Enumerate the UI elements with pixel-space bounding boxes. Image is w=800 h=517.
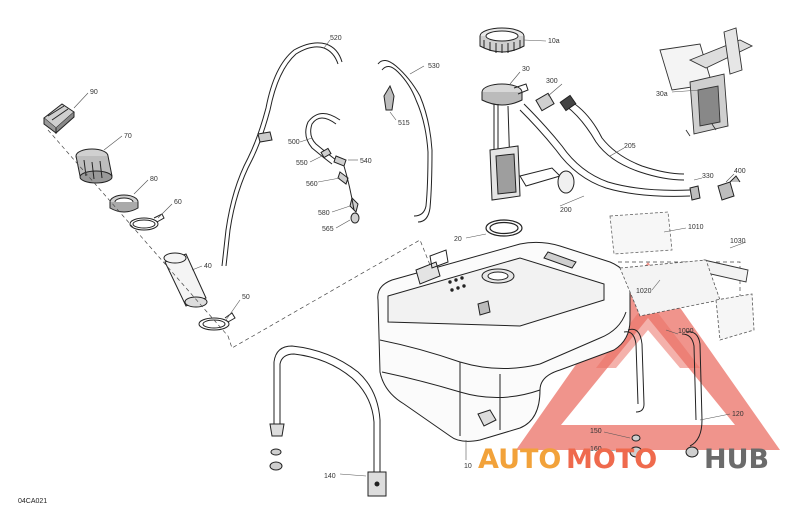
- tank-gasket: [485, 219, 523, 237]
- part-labels: 90 70 80 60 40 50 10a 30 300 30a 205 330…: [90, 35, 746, 480]
- clamp-ring: [109, 194, 139, 213]
- grommet: [629, 434, 699, 458]
- vent-line-580: [343, 165, 355, 211]
- watermark-logo: AUTO MOTO HUB: [478, 444, 769, 475]
- label-30: 30: [522, 66, 530, 73]
- vent-tube-530: [377, 60, 433, 223]
- label-1020: 1020: [636, 288, 652, 295]
- label-60: 60: [174, 199, 182, 206]
- fuel-line: [519, 94, 691, 197]
- label-70: 70: [124, 133, 132, 140]
- watermark-hub: HUB: [704, 444, 769, 475]
- label-30a: 30a: [656, 91, 668, 98]
- label-500: 500: [288, 139, 300, 146]
- watermark-auto: AUTO: [478, 444, 561, 475]
- label-540: 540: [360, 158, 372, 165]
- label-300: 300: [546, 78, 558, 85]
- pad-1020: [619, 259, 721, 317]
- label-120: 120: [732, 411, 744, 418]
- label-1030: 1030: [730, 238, 746, 245]
- label-580: 580: [318, 210, 330, 217]
- filler-neck: [75, 148, 113, 184]
- dashed-leader: [618, 261, 741, 300]
- label-1010: 1010: [688, 224, 704, 231]
- dashed-leader: [227, 239, 433, 349]
- label-90: 90: [90, 89, 98, 96]
- watermark-moto: MOTO: [566, 444, 657, 475]
- dashed-leader: [47, 129, 229, 337]
- hose-clamp-upper: [129, 213, 165, 231]
- label-400: 400: [734, 168, 746, 175]
- label-20: 20: [454, 236, 462, 243]
- label-80: 80: [150, 176, 158, 183]
- label-330: 330: [702, 173, 714, 180]
- fuel-pump-module: [481, 83, 575, 201]
- pump-fitting: [535, 92, 555, 112]
- fuel-tank: [377, 241, 631, 442]
- pad-1000: [715, 293, 755, 341]
- label-10a: 10a: [548, 38, 560, 45]
- label-10: 10: [464, 463, 472, 470]
- label-530: 530: [428, 63, 440, 70]
- label-520: 520: [330, 35, 342, 42]
- check-valve: [383, 84, 395, 111]
- label-160: 160: [590, 446, 602, 453]
- diagram-ref-code: 04CA021: [18, 498, 47, 505]
- label-150: 150: [590, 428, 602, 435]
- pump-detail-view: [659, 27, 754, 137]
- hose-clamp-lower: [198, 312, 236, 331]
- tank-strap-left: [269, 345, 387, 497]
- label-50: 50: [242, 294, 250, 301]
- label-565: 565: [322, 226, 334, 233]
- label-200: 200: [560, 207, 572, 214]
- fuel-line-connector: [689, 175, 741, 201]
- lock-ring: [479, 27, 525, 53]
- filler-hose: [163, 252, 208, 308]
- label-515: 515: [398, 120, 410, 127]
- label-1000: 1000: [678, 328, 694, 335]
- heat-shield-1010: [609, 211, 673, 255]
- label-550: 550: [296, 160, 308, 167]
- label-140: 140: [324, 473, 336, 480]
- label-40: 40: [204, 263, 212, 270]
- label-560: 560: [306, 181, 318, 188]
- label-205: 205: [624, 143, 636, 150]
- leader-lines: [73, 39, 747, 477]
- fuel-cap: [43, 103, 75, 135]
- tank-strap-right: [623, 328, 703, 447]
